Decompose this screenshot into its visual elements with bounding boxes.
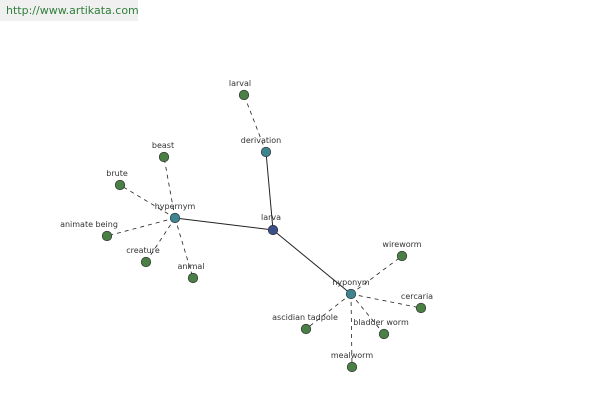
node-bladder-worm[interactable]: bladder worm [353,318,409,340]
node-label-animate-being: animate being [60,220,118,229]
node-label-hyponym: hyponym [332,278,370,287]
node-dot-bladder-worm[interactable] [378,328,390,340]
edge-hyponym-wireworm [350,255,403,295]
edge-larva-derivation [265,151,274,231]
node-dot-larva[interactable] [267,224,279,236]
node-creature[interactable]: creature [126,246,160,268]
node-dot-beast[interactable] [158,151,170,163]
node-label-derivation: derivation [241,136,281,145]
node-animate-being[interactable]: animate being [60,220,118,242]
node-cercaria[interactable]: cercaria [401,292,433,314]
node-label-larval: larval [229,79,251,88]
edge-hypernym-animate-being [106,217,176,237]
edge-hyponym-ascidian-tadpole [305,293,352,330]
node-dot-creature[interactable] [140,256,152,268]
node-label-cercaria: cercaria [401,292,433,301]
node-dot-animate-being[interactable] [101,230,113,242]
node-derivation[interactable]: derivation [241,136,281,158]
node-label-mealworm: mealworm [331,351,373,360]
node-dot-mealworm[interactable] [346,361,358,373]
watermark-url[interactable]: http://www.artikata.com [0,0,139,21]
edge-larva-hyponym [272,229,352,295]
node-mealworm[interactable]: mealworm [331,351,373,373]
node-label-beast: beast [152,141,174,150]
node-hypernym[interactable]: hypernym [155,202,196,224]
edge-hypernym-beast [163,156,176,219]
graph-nodes: larva derivation larval hypernym beast brute a… [60,79,433,373]
edge-hypernym-brute [119,184,176,219]
node-larva[interactable]: larva [261,213,281,236]
edge-hyponym-bladder-worm [350,293,385,335]
node-dot-larval[interactable] [238,89,250,101]
node-label-bladder-worm: bladder worm [353,318,409,327]
node-dot-wireworm[interactable] [396,250,408,262]
edge-larva-hypernym [174,217,274,231]
node-hyponym[interactable]: hyponym [332,278,370,300]
node-dot-ascidian-tadpole[interactable] [300,323,312,335]
node-label-wireworm: wireworm [382,240,421,249]
node-ascidian-tadpole[interactable]: ascidian tadpole [272,313,338,335]
node-dot-hyponym[interactable] [345,288,357,300]
node-beast[interactable]: beast [152,141,174,163]
node-dot-hypernym[interactable] [169,212,181,224]
node-label-brute: brute [106,169,128,178]
graph-edges [106,94,422,368]
node-animal[interactable]: animal [177,262,205,284]
edge-hypernym-animal [174,217,194,279]
edge-hypernym-creature [145,217,176,263]
node-dot-derivation[interactable] [260,146,272,158]
node-dot-cercaria[interactable] [415,302,427,314]
node-label-hypernym: hypernym [155,202,196,211]
node-dot-animal[interactable] [187,272,199,284]
edge-derivation-larval [243,94,267,153]
node-label-ascidian-tadpole: ascidian tadpole [272,313,338,322]
node-larval[interactable]: larval [229,79,251,101]
edge-hyponym-cercaria [350,293,422,309]
node-dot-brute[interactable] [114,179,126,191]
node-label-creature: creature [126,246,160,255]
node-label-animal: animal [177,262,204,271]
node-wireworm[interactable]: wireworm [382,240,422,262]
node-label-larva: larva [261,213,281,222]
node-brute[interactable]: brute [106,169,128,191]
